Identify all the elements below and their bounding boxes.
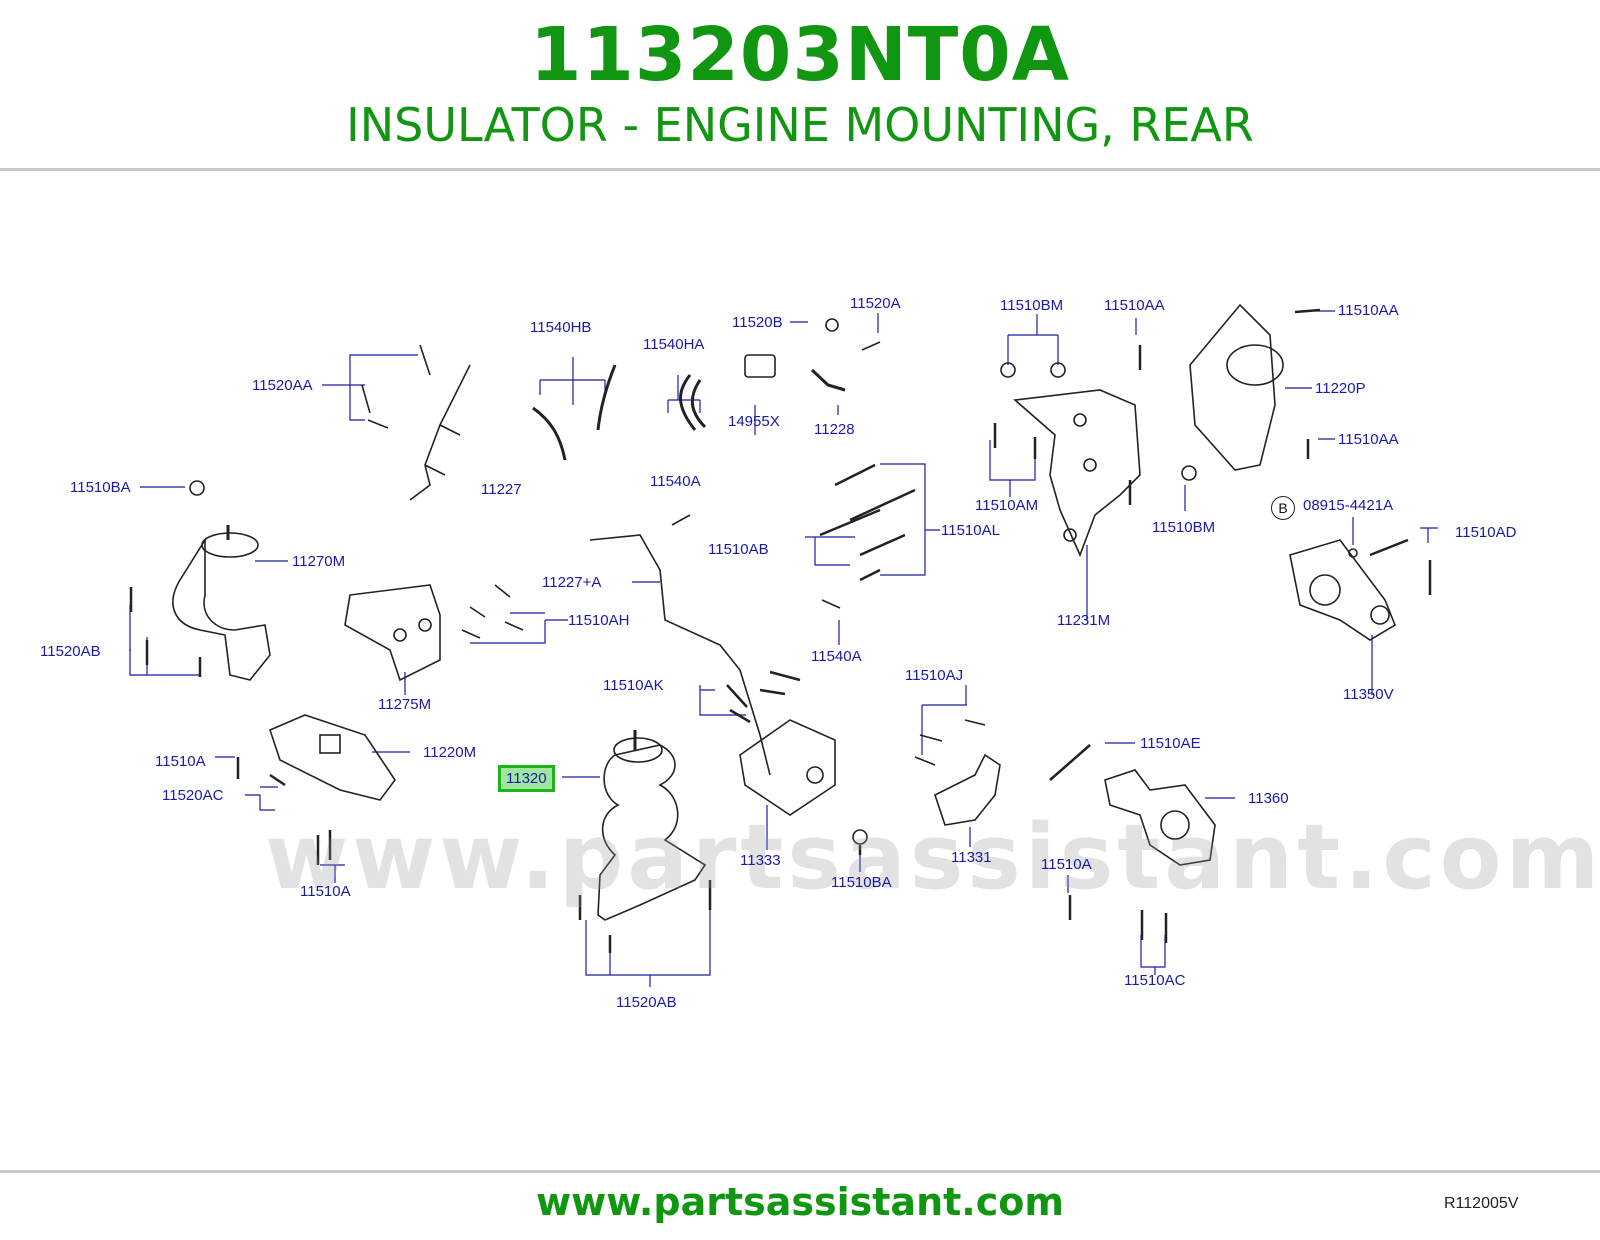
- callout-11227-plus-a[interactable]: 11227+A: [542, 574, 602, 591]
- callout-11220P[interactable]: 11220P: [1315, 380, 1366, 397]
- callout-11540A-mid[interactable]: 11540A: [811, 648, 862, 665]
- header-divider: [0, 168, 1600, 171]
- callout-11520B[interactable]: 11520B: [732, 314, 783, 331]
- callout-11510BA-left[interactable]: 11510BA: [70, 479, 131, 496]
- callout-11520AA[interactable]: 11520AA: [252, 377, 313, 394]
- callout-11228[interactable]: 11228: [814, 421, 855, 438]
- footer-url[interactable]: www.partsassistant.com: [536, 1180, 1064, 1224]
- callout-11540HB[interactable]: 11540HB: [530, 319, 592, 336]
- callout-11510AH[interactable]: 11510AH: [568, 612, 630, 629]
- diagram-code: R112005V: [1444, 1195, 1519, 1212]
- callout-11331[interactable]: 11331: [951, 849, 992, 866]
- callout-11220M[interactable]: 11220M: [423, 744, 477, 761]
- callout-11510AE[interactable]: 11510AE: [1140, 735, 1201, 752]
- callout-11510AM[interactable]: 11510AM: [975, 497, 1039, 514]
- callout-11270M[interactable]: 11270M: [292, 553, 346, 570]
- header: 113203NT0A INSULATOR - ENGINE MOUNTING, …: [0, 0, 1600, 170]
- callout-11520AB-bottom[interactable]: 11520AB: [616, 994, 677, 1011]
- callout-11540A-top[interactable]: 11540A: [650, 473, 701, 490]
- callout-11510BA-bottom[interactable]: 11510BA: [831, 874, 892, 891]
- callout-11227[interactable]: 11227: [481, 481, 522, 498]
- callout-11510AC[interactable]: 11510AC: [1124, 972, 1186, 989]
- callout-11510AK[interactable]: 11510AK: [603, 677, 664, 694]
- callout-11320-highlighted[interactable]: 11320: [498, 765, 555, 792]
- callout-11231M[interactable]: 11231M: [1057, 612, 1111, 629]
- callout-11510BM-top[interactable]: 11510BM: [1000, 297, 1064, 314]
- callout-11510AL[interactable]: 11510AL: [941, 522, 1000, 539]
- circle-ref-b: B: [1271, 496, 1295, 520]
- callout-11540HA[interactable]: 11540HA: [643, 336, 705, 353]
- callout-11510AA-right[interactable]: 11510AA: [1338, 431, 1399, 448]
- part-number-title: 113203NT0A: [529, 12, 1071, 98]
- footer-divider: [0, 1170, 1600, 1173]
- parts-drawing: [129, 303, 1438, 987]
- callout-11510BM-right[interactable]: 11510BM: [1152, 519, 1216, 536]
- callout-11510A-left[interactable]: 11510A: [155, 753, 206, 770]
- callout-11360[interactable]: 11360: [1248, 790, 1289, 807]
- callout-11510A-right[interactable]: 11510A: [1041, 856, 1092, 873]
- leader-lines: [129, 310, 1438, 987]
- part-description: INSULATOR - ENGINE MOUNTING, REAR: [346, 98, 1254, 152]
- callout-11510AB[interactable]: 11510AB: [708, 541, 769, 558]
- callout-11333[interactable]: 11333: [740, 852, 781, 869]
- callout-11510AD[interactable]: 11510AD: [1455, 524, 1517, 541]
- callout-11510AJ[interactable]: 11510AJ: [905, 667, 964, 684]
- parts-diagram: www.partsassistant.com 11520AA 11540HB 1…: [0, 175, 1600, 1212]
- callout-08915-4421A[interactable]: 08915-4421A: [1303, 497, 1394, 514]
- callout-11520AC[interactable]: 11520AC: [162, 787, 224, 804]
- callout-11510AA-top-right[interactable]: 11510AA: [1338, 302, 1399, 319]
- callout-11350V[interactable]: 11350V: [1343, 686, 1394, 703]
- callout-14955X[interactable]: 14955X: [728, 413, 780, 430]
- callout-11510AA-top-left[interactable]: 11510AA: [1104, 297, 1165, 314]
- callout-11520A[interactable]: 11520A: [850, 295, 901, 312]
- callout-11275M[interactable]: 11275M: [378, 696, 432, 713]
- watermark: www.partsassistant.com: [265, 805, 1600, 910]
- callout-11520AB-left[interactable]: 11520AB: [40, 643, 101, 660]
- part-sketches: [129, 303, 1432, 953]
- callout-11510A-bottom-left[interactable]: 11510A: [300, 883, 351, 900]
